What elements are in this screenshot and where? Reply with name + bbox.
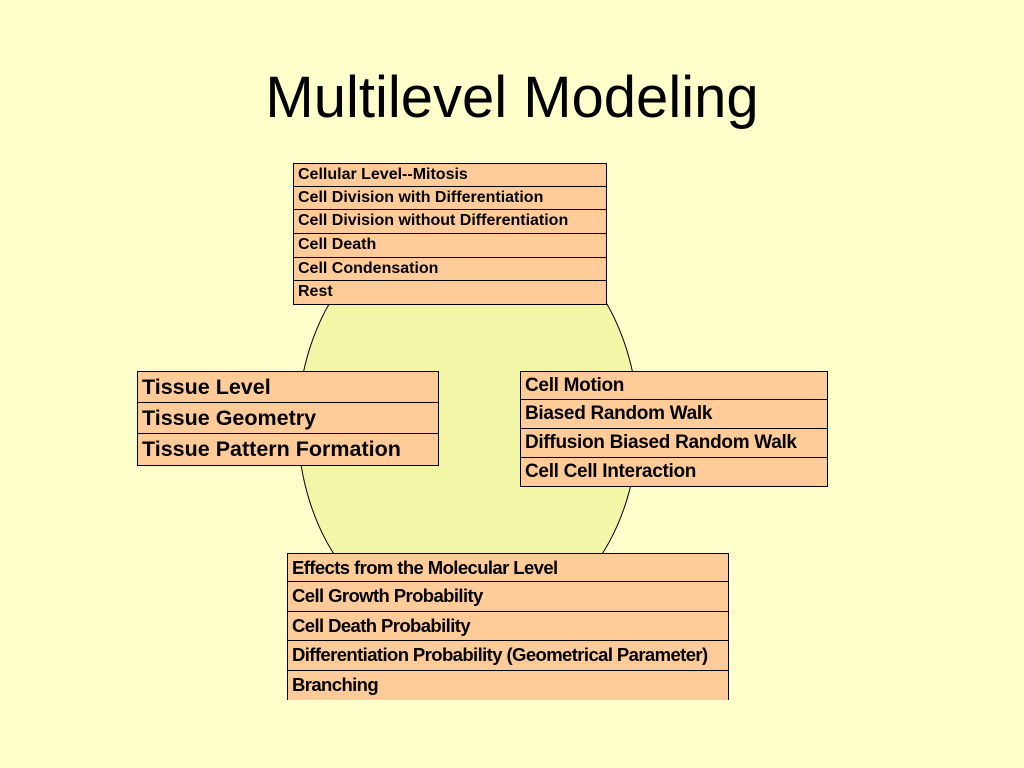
cellular-box-row: Cell Division without Differentiation xyxy=(293,210,607,235)
cell-motion-box: Cell Motion Biased Random Walk Diffusion… xyxy=(520,371,828,487)
cellular-box-row: Cell Division with Differentiation xyxy=(293,186,607,211)
molecular-box-row: Differentiation Probability (Geometrical… xyxy=(287,641,729,671)
molecular-box-row: Cell Death Probability xyxy=(287,611,729,642)
molecular-level-box: Effects from the Molecular Level Cell Gr… xyxy=(287,553,729,700)
cellular-box-row: Rest xyxy=(293,281,607,306)
tissue-box-row: Tissue Pattern Formation xyxy=(137,434,439,467)
cellular-box-row: Cell Condensation xyxy=(293,257,607,282)
motion-box-row: Cell Motion xyxy=(520,371,828,400)
molecular-box-row: Effects from the Molecular Level xyxy=(287,553,729,583)
molecular-box-row: Cell Growth Probability xyxy=(287,582,729,612)
slide-title: Multilevel Modeling xyxy=(265,65,759,130)
molecular-box-row: Branching xyxy=(287,670,729,700)
cellular-box-row: Cellular Level--Mitosis xyxy=(293,163,607,187)
motion-box-row: Diffusion Biased Random Walk xyxy=(520,429,828,458)
motion-box-row: Biased Random Walk xyxy=(520,400,828,429)
motion-box-row: Cell Cell Interaction xyxy=(520,458,828,487)
tissue-box-row: Tissue Geometry xyxy=(137,402,439,435)
cellular-box-row: Cell Death xyxy=(293,234,607,258)
cellular-level-box: Cellular Level--Mitosis Cell Division wi… xyxy=(293,163,607,306)
tissue-box-row: Tissue Level xyxy=(137,371,439,403)
tissue-level-box: Tissue Level Tissue Geometry Tissue Patt… xyxy=(137,371,439,467)
